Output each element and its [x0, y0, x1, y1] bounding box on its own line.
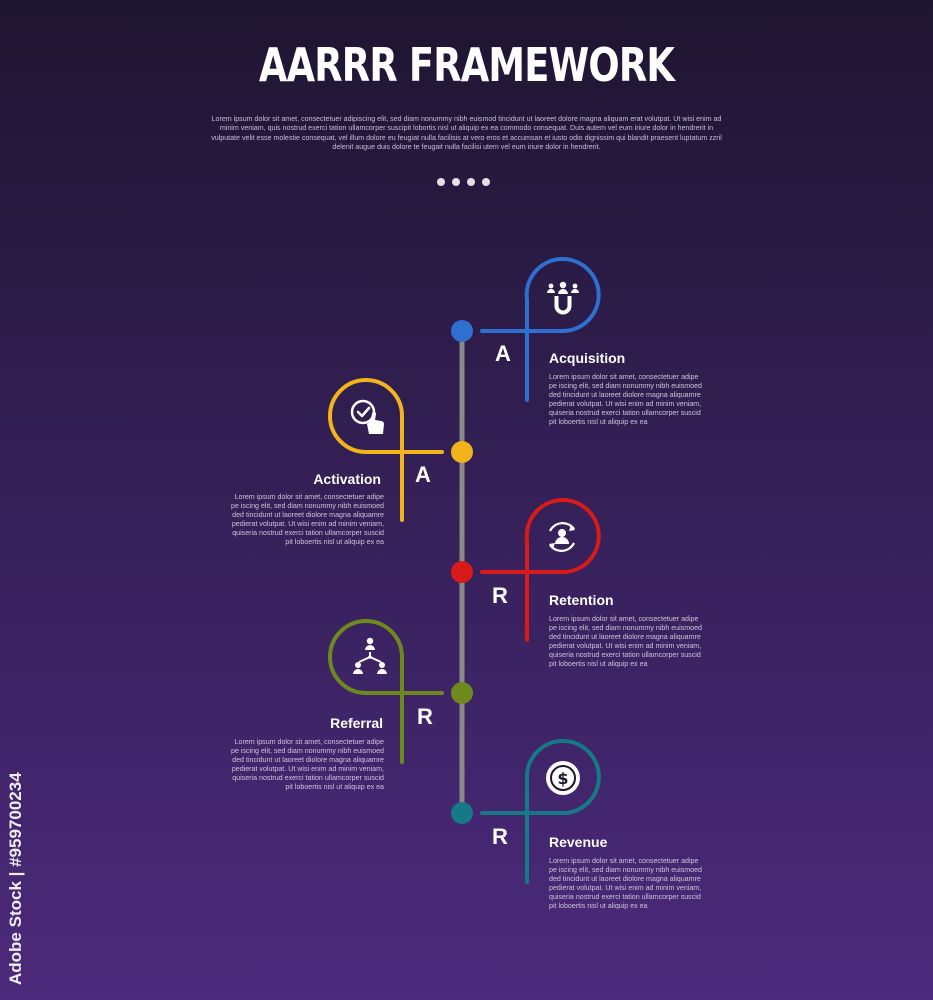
dot [452, 178, 460, 186]
page-title: AARRR FRAMEWORK [258, 38, 675, 92]
referral-loop [328, 619, 444, 764]
user-cycle-icon [542, 517, 582, 557]
pagination-dots [437, 178, 490, 186]
revenue-title: Revenue [549, 834, 608, 850]
activation-description: Lorem ipsum dolor sit amet, consectetuer… [231, 493, 384, 546]
acquisition-node [451, 320, 473, 342]
acquisition-letter: A [495, 341, 511, 366]
magnet-users-icon [543, 276, 583, 316]
revenue-description: Lorem ipsum dolor sit amet, consectetuer… [549, 857, 702, 910]
dot [482, 178, 490, 186]
revenue-loop [480, 739, 601, 884]
acquisition-loop [480, 257, 601, 402]
activation-title: Activation [313, 471, 381, 487]
retention-description: Lorem ipsum dolor sit amet, consectetuer… [549, 615, 702, 668]
svg-text:$: $ [557, 769, 568, 788]
retention-loop [480, 498, 601, 642]
network-users-icon [350, 635, 390, 675]
referral-title: Referral [330, 715, 383, 731]
stock-watermark: Adobe Stock | #959700234 [6, 772, 25, 985]
hand-check-icon [348, 396, 388, 436]
page-subtitle: Lorem ipsum dolor sit amet, consectetuer… [211, 115, 722, 151]
revenue-node [451, 802, 473, 824]
retention-node [451, 561, 473, 583]
activation-loop [328, 378, 444, 522]
acquisition-description: Lorem ipsum dolor sit amet, consectetuer… [549, 373, 702, 426]
dollar-coin-icon: $ [543, 758, 583, 798]
referral-letter: R [417, 704, 433, 729]
acquisition-title: Acquisition [549, 350, 626, 366]
retention-title: Retention [549, 592, 614, 608]
referral-node [451, 682, 473, 704]
referral-description: Lorem ipsum dolor sit amet, consectetuer… [231, 738, 384, 791]
revenue-letter: R [492, 824, 508, 849]
dot [467, 178, 475, 186]
activation-letter: A [415, 462, 431, 487]
dot [437, 178, 445, 186]
retention-letter: R [492, 583, 508, 608]
activation-node [451, 441, 473, 463]
